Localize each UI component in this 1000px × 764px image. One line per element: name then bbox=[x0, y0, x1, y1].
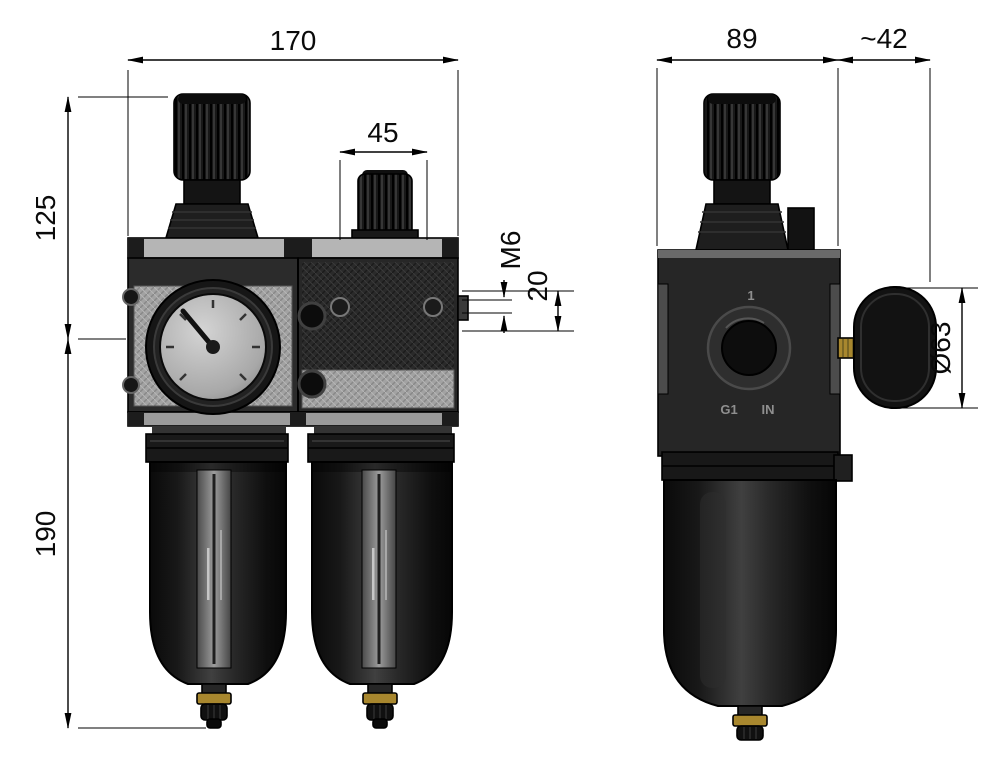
side-drain-valve bbox=[732, 705, 768, 741]
side-view: 1 G1 IN bbox=[656, 23, 978, 741]
lubricator-bowl bbox=[307, 433, 455, 685]
dim-label-125: 125 bbox=[30, 195, 61, 242]
port-size-label: G1 bbox=[720, 402, 737, 417]
side-regulator-knob bbox=[695, 93, 815, 251]
dim-label-63: Ø63 bbox=[925, 322, 956, 375]
side-boss-upper bbox=[122, 288, 140, 306]
drain-valve-left bbox=[196, 683, 232, 729]
filter-bowl bbox=[145, 433, 289, 685]
gauge-disc bbox=[853, 286, 937, 409]
dim-label-42: ~42 bbox=[860, 23, 908, 54]
brass-ring bbox=[732, 714, 768, 727]
dim-label-89: 89 bbox=[726, 23, 757, 54]
bowl-latch bbox=[833, 454, 853, 482]
dim-lubricator-width: 45 bbox=[339, 117, 428, 240]
screw-lower bbox=[297, 369, 327, 399]
dim-gauge-depth: ~42 bbox=[837, 23, 931, 282]
gauge-needle bbox=[180, 308, 216, 350]
side-bowl bbox=[661, 451, 853, 707]
dim-overall-width: 170 bbox=[127, 25, 459, 236]
brass-ring bbox=[196, 692, 232, 705]
m6-port-boss bbox=[457, 295, 469, 321]
inlet-port bbox=[721, 320, 777, 376]
port-hole-right bbox=[423, 297, 443, 317]
dim-label-20: 20 bbox=[522, 270, 553, 301]
dim-bowl-height: 190 bbox=[30, 338, 206, 729]
port-index-label: 1 bbox=[747, 288, 754, 303]
front-view: 170 45 125 190 M6 bbox=[30, 25, 574, 729]
dim-label-45: 45 bbox=[367, 117, 398, 148]
brass-ring bbox=[362, 692, 398, 705]
screw-upper bbox=[297, 301, 327, 331]
dim-label-m6: M6 bbox=[495, 231, 526, 270]
side-boss-lower bbox=[122, 376, 140, 394]
dim-upper-height: 125 bbox=[30, 96, 168, 340]
side-gauge bbox=[837, 286, 937, 409]
dim-port-offset: 20 bbox=[462, 270, 574, 332]
port-hole-left bbox=[330, 297, 350, 317]
callout-m6: M6 bbox=[462, 231, 526, 333]
dim-side-width: 89 bbox=[656, 23, 839, 246]
regulator-knob bbox=[164, 93, 260, 239]
port-direction-label: IN bbox=[762, 402, 775, 417]
side-body: 1 G1 IN bbox=[657, 249, 841, 457]
pressure-gauge bbox=[145, 279, 281, 415]
mounting-bracket bbox=[787, 207, 815, 251]
dim-gauge-diameter: Ø63 bbox=[896, 287, 978, 409]
drain-valve-right bbox=[362, 683, 398, 729]
lubricator-knob bbox=[351, 170, 419, 241]
dim-label-190: 190 bbox=[30, 511, 61, 558]
dim-label-170: 170 bbox=[270, 25, 317, 56]
